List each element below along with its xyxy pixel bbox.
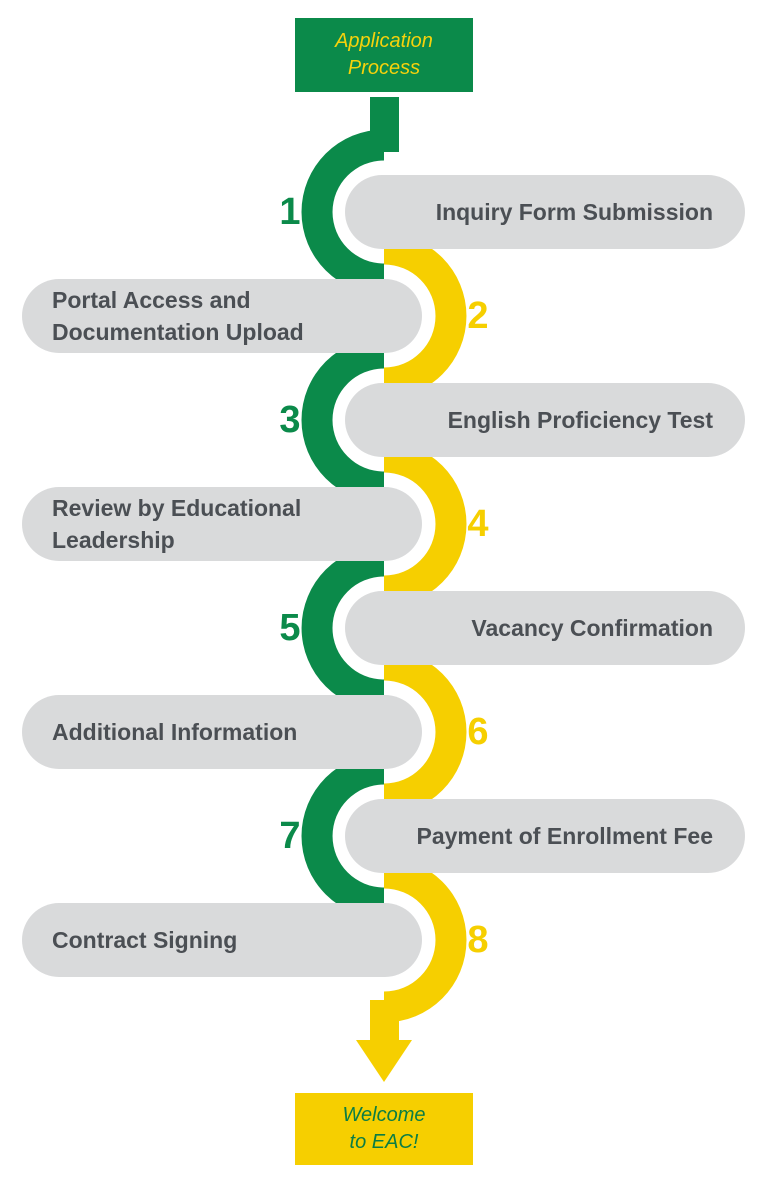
end-label-line-1: Welcome xyxy=(342,1104,426,1126)
arc-segment-1 xyxy=(301,129,384,295)
step-1-pill: Inquiry Form Submission xyxy=(345,175,745,249)
step-2-number: 2 xyxy=(467,295,489,337)
step-5-pill: Vacancy Confirmation xyxy=(345,591,745,665)
arc-segment-2 xyxy=(384,233,467,399)
arc-segment-3 xyxy=(301,337,384,503)
step-2-label-line-1: Portal Access and xyxy=(52,287,251,313)
step-3-number: 3 xyxy=(279,399,301,441)
step-3-pill: English Proficiency Test xyxy=(345,383,745,457)
step-6-label-line-1: Additional Information xyxy=(52,719,298,745)
top-connector xyxy=(370,97,399,152)
step-6-pill: Additional Information xyxy=(22,695,422,769)
step-8-label-line-1: Contract Signing xyxy=(52,927,238,953)
step-3-label-line-1: English Proficiency Test xyxy=(447,407,713,433)
step-4-label-line-1: Review by Educational xyxy=(52,495,302,521)
step-8-number: 8 xyxy=(467,919,489,961)
step-6-number: 6 xyxy=(467,711,489,753)
arc-segment-5 xyxy=(301,545,384,711)
bottom-connector xyxy=(370,1000,399,1045)
end-box: Welcome to EAC! xyxy=(295,1093,473,1165)
arc-segment-8 xyxy=(384,857,467,1023)
start-label-line-2: Process xyxy=(347,57,421,79)
step-7-number: 7 xyxy=(279,815,301,857)
step-7-label-line-1: Payment of Enrollment Fee xyxy=(416,823,713,849)
arc-segment-7 xyxy=(301,753,384,919)
step-1-number: 1 xyxy=(279,191,301,233)
step-8-pill: Contract Signing xyxy=(22,903,422,977)
step-5-number: 5 xyxy=(279,607,301,649)
step-7-pill: Payment of Enrollment Fee xyxy=(345,799,745,873)
step-5-label-line-1: Vacancy Confirmation xyxy=(471,615,713,641)
down-arrow-icon xyxy=(356,1040,412,1082)
step-2-label-line-2: Documentation Upload xyxy=(52,319,304,345)
step-4-number: 4 xyxy=(467,503,489,545)
arc-segment-4 xyxy=(384,441,467,607)
start-box: Application Process xyxy=(295,18,473,92)
end-label-line-2: to EAC! xyxy=(349,1131,419,1153)
arc-segment-6 xyxy=(384,649,467,815)
step-1-label-line-1: Inquiry Form Submission xyxy=(435,199,713,225)
start-label-line-1: Application xyxy=(335,30,433,52)
step-4-label-line-2: Leadership xyxy=(52,527,175,553)
